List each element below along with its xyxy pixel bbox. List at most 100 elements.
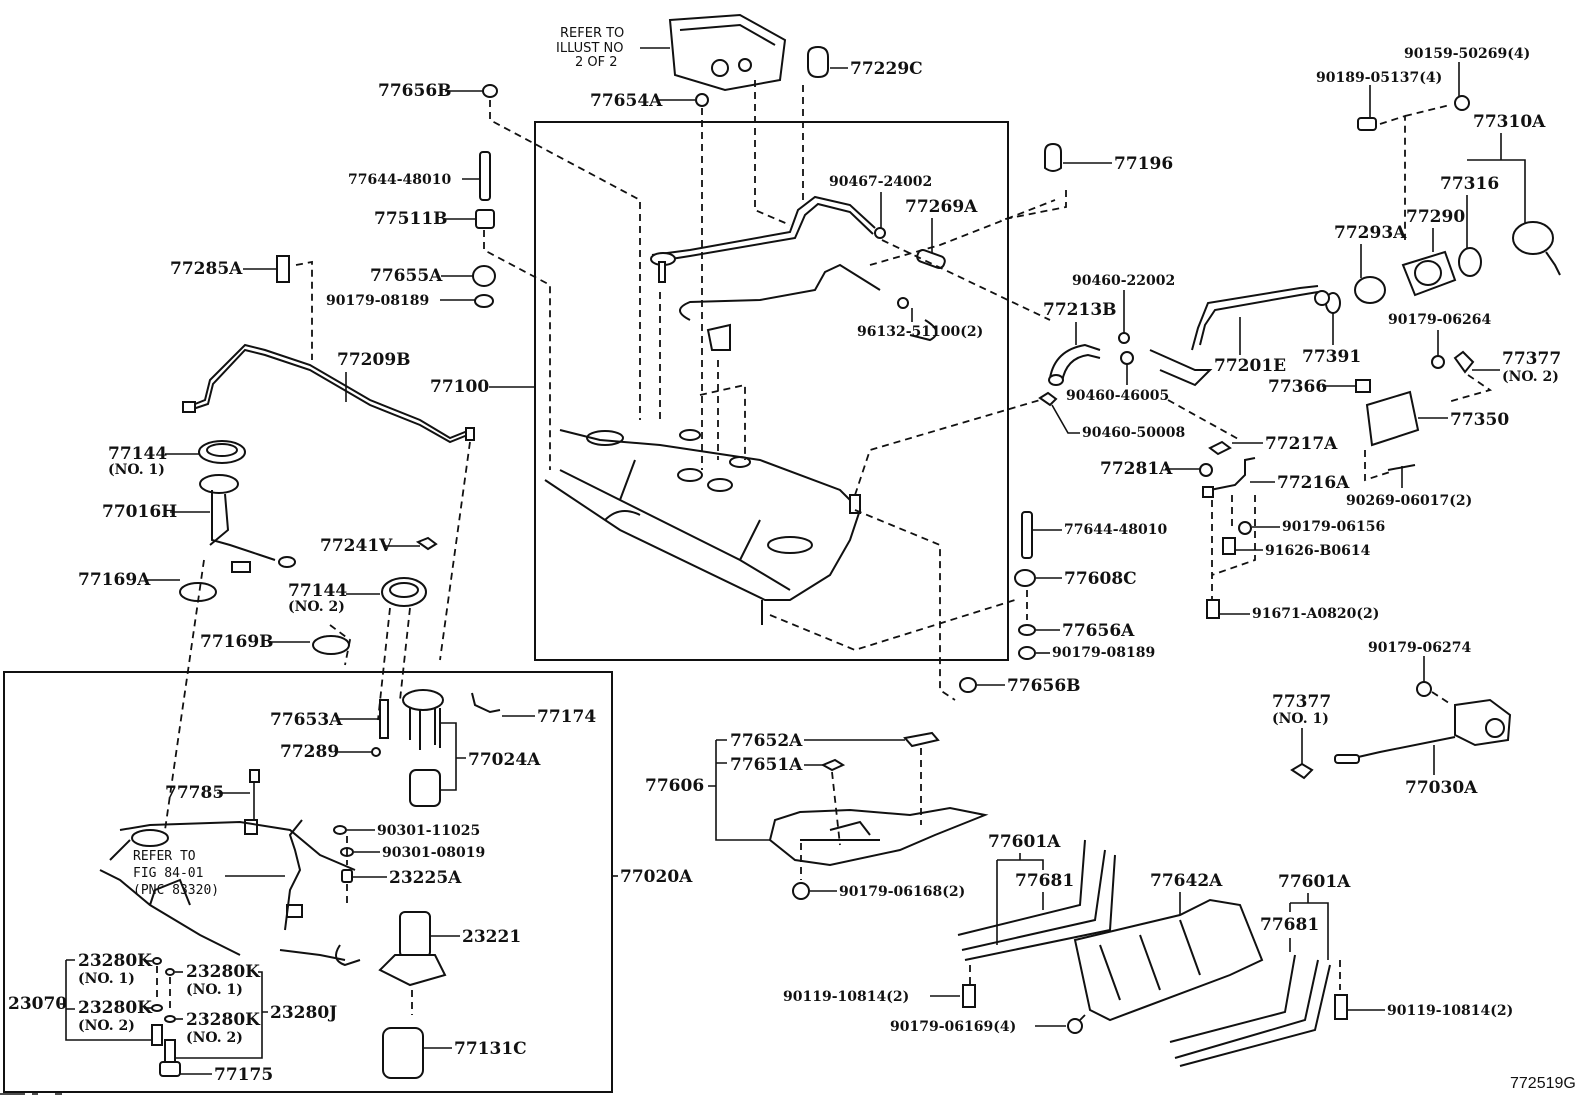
part-77310A-fuel-cap[interactable]: 77310A [1467, 112, 1561, 276]
part-77653A[interactable]: 77653A [270, 699, 389, 739]
part-77366[interactable]: 77366 [1268, 377, 1371, 397]
part-90119-10814-left[interactable]: 90119-10814(2) [783, 984, 976, 1008]
label-23280K-d: 23280K [186, 1010, 261, 1030]
canister-part [668, 13, 787, 92]
part-77131C-filter[interactable]: 77131C [382, 1027, 527, 1079]
part-77196[interactable]: 77196 [1044, 142, 1173, 174]
part-77642A-heat-insulator[interactable]: 77642A [1073, 871, 1264, 1022]
label-77785: 77785 [165, 783, 224, 803]
part-77144-no1[interactable]: 77144 (NO. 1) [108, 440, 246, 478]
part-90269-06017[interactable]: 90269-06017(2) [1346, 464, 1472, 509]
part-90460-46005[interactable]: 90460-46005 [1066, 351, 1169, 404]
part-23070-sender-set[interactable]: 23070 [8, 959, 152, 1041]
part-90189-05137[interactable]: 90189-05137(4) [1316, 70, 1442, 131]
label-23280K-a: 23280K [78, 951, 153, 971]
part-77601A-left-strap[interactable]: 77601A 77681 [957, 832, 1116, 961]
fuel-tank-sketch [99, 820, 361, 967]
part-90460-50008[interactable]: 90460-50008 [1038, 391, 1185, 441]
part-77016H-sender[interactable]: 77016H [102, 474, 296, 573]
part-77216A-bracket[interactable]: 77216A [1202, 457, 1350, 498]
part-23221-fuel-pump[interactable]: 23221 [378, 911, 521, 987]
part-90467-24002[interactable]: 90467-24002 [829, 174, 932, 239]
part-96132-51100[interactable]: 96132-51100(2) [857, 308, 983, 340]
part-77281A[interactable]: 77281A [1100, 459, 1213, 479]
part-77209B-tube[interactable]: 77209B [182, 343, 475, 444]
part-77377-no2[interactable]: 77377 (NO. 2) [1453, 349, 1561, 385]
label-77366: 77366 [1268, 377, 1327, 397]
part-23280J[interactable]: 23280J [170, 971, 337, 1059]
part-77656B-mid[interactable]: 77656B [959, 676, 1081, 696]
part-77391[interactable]: 77391 [1302, 292, 1361, 367]
part-77213B-hose[interactable]: 77213B [1043, 300, 1117, 386]
part-23225A[interactable]: 23225A [341, 868, 462, 888]
part-90119-10814-right[interactable]: 90119-10814(2) [1334, 994, 1513, 1020]
part-90301-11025[interactable]: 90301-11025 [333, 823, 480, 839]
part-77651A[interactable]: 77651A [730, 755, 846, 775]
part-77289[interactable]: 77289 [280, 742, 381, 762]
part-90179-06169[interactable]: 90179-06169(4) [890, 1018, 1083, 1035]
part-77144-no2[interactable]: 77144 (NO. 2) [288, 577, 427, 615]
part-77601A-right-strap[interactable]: 77601A 77681 [1169, 872, 1351, 1067]
part-77020A-fuel-pump-assy[interactable]: 77020A [612, 867, 693, 887]
part-77100-fuel-tank[interactable]: 77100 [430, 377, 535, 397]
part-90460-22002[interactable]: 90460-22002 [1072, 273, 1175, 344]
part-91626-B0614[interactable]: 91626-B0614 [1222, 537, 1371, 559]
label-77169B: 77169B [200, 632, 274, 652]
fuel-tank-body [544, 429, 862, 625]
part-77656A[interactable]: 77656A [1018, 621, 1135, 641]
part-23280K-no1-right[interactable]: 23280K (NO. 1) [165, 962, 261, 998]
part-77241V[interactable]: 77241V [320, 536, 438, 556]
part-77656B-top[interactable]: 77656B [378, 81, 498, 101]
part-90179-08189-right[interactable]: 90179-08189 [1018, 645, 1155, 661]
part-77511B[interactable]: 77511B [374, 209, 495, 229]
label-77213B: 77213B [1043, 300, 1117, 320]
part-90179-06168[interactable]: 90179-06168(2) [792, 882, 965, 900]
part-77024A-pump-bracket[interactable]: 77024A [402, 689, 541, 807]
part-77350-fuel-lid[interactable]: 77350 [1365, 390, 1509, 447]
part-77217A[interactable]: 77217A [1208, 434, 1338, 456]
part-90179-06274[interactable]: 90179-06274 [1368, 640, 1471, 697]
label-77100: 77100 [430, 377, 489, 397]
label-77024A: 77024A [468, 750, 541, 770]
part-77030A-lid-opener[interactable]: 77030A [1334, 698, 1512, 798]
part-77269A[interactable]: 77269A [905, 197, 978, 270]
label-90301-11025: 90301-11025 [377, 823, 480, 839]
part-77169A[interactable]: 77169A [78, 570, 217, 602]
part-90301-08019[interactable]: 90301-08019 [340, 845, 485, 861]
part-77644-48010-left[interactable]: 77644-48010 [348, 151, 491, 201]
part-91671-A0820[interactable]: 91671-A0820(2) [1206, 599, 1379, 622]
label-90301-08019: 90301-08019 [382, 845, 485, 861]
part-90179-06156[interactable]: 90179-06156 [1238, 519, 1385, 535]
part-77606-protector[interactable]: 77606 [645, 739, 989, 867]
part-23280K-no2-left[interactable]: 23280K (NO. 2) [78, 998, 163, 1034]
label-77642A: 77642A [1150, 871, 1223, 891]
label-77269A: 77269A [905, 197, 978, 217]
part-23280K-no1-left[interactable]: 23280K (NO. 1) [78, 951, 162, 987]
part-23280K-no2-right[interactable]: 23280K (NO. 2) [164, 1010, 261, 1046]
part-90179-06264[interactable]: 90179-06264 [1388, 312, 1491, 369]
part-77285A[interactable]: 77285A [170, 255, 290, 283]
part-77316[interactable]: 77316 [1440, 174, 1499, 277]
part-77785[interactable]: 77785 [165, 769, 260, 835]
part-77655A[interactable]: 77655A [370, 265, 496, 287]
part-90159-50269[interactable]: 90159-50269(4) [1404, 46, 1530, 111]
label-77377-no1: 77377 [1272, 692, 1331, 712]
part-90179-08189-left[interactable]: 90179-08189 [326, 293, 494, 309]
label-77656B: 77656B [378, 81, 452, 101]
part-77654A[interactable]: 77654A [590, 91, 709, 111]
part-77377-no1[interactable]: 77377 (NO. 1) [1272, 692, 1331, 780]
label-77241V: 77241V [320, 536, 393, 556]
part-77175[interactable]: 77175 [159, 1039, 273, 1085]
part-77644-48010-right[interactable]: 77644-48010 [1021, 511, 1167, 559]
part-77290[interactable]: 77290 [1401, 207, 1465, 297]
part-77229C[interactable]: 77229C [807, 45, 923, 79]
part-77169B[interactable]: 77169B [200, 632, 350, 655]
part-77201E-filler-pipe[interactable]: 77201E [1149, 285, 1330, 387]
part-77652A[interactable]: 77652A [730, 731, 940, 751]
part-77608C[interactable]: 77608C [1014, 569, 1137, 589]
part-77174[interactable]: 77174 [471, 692, 596, 727]
label-77216A: 77216A [1277, 473, 1350, 493]
part-77293A[interactable]: 77293A [1334, 223, 1407, 304]
label-23280K-a-sub: (NO. 1) [78, 971, 135, 987]
label-77601A-right: 77601A [1278, 872, 1351, 892]
